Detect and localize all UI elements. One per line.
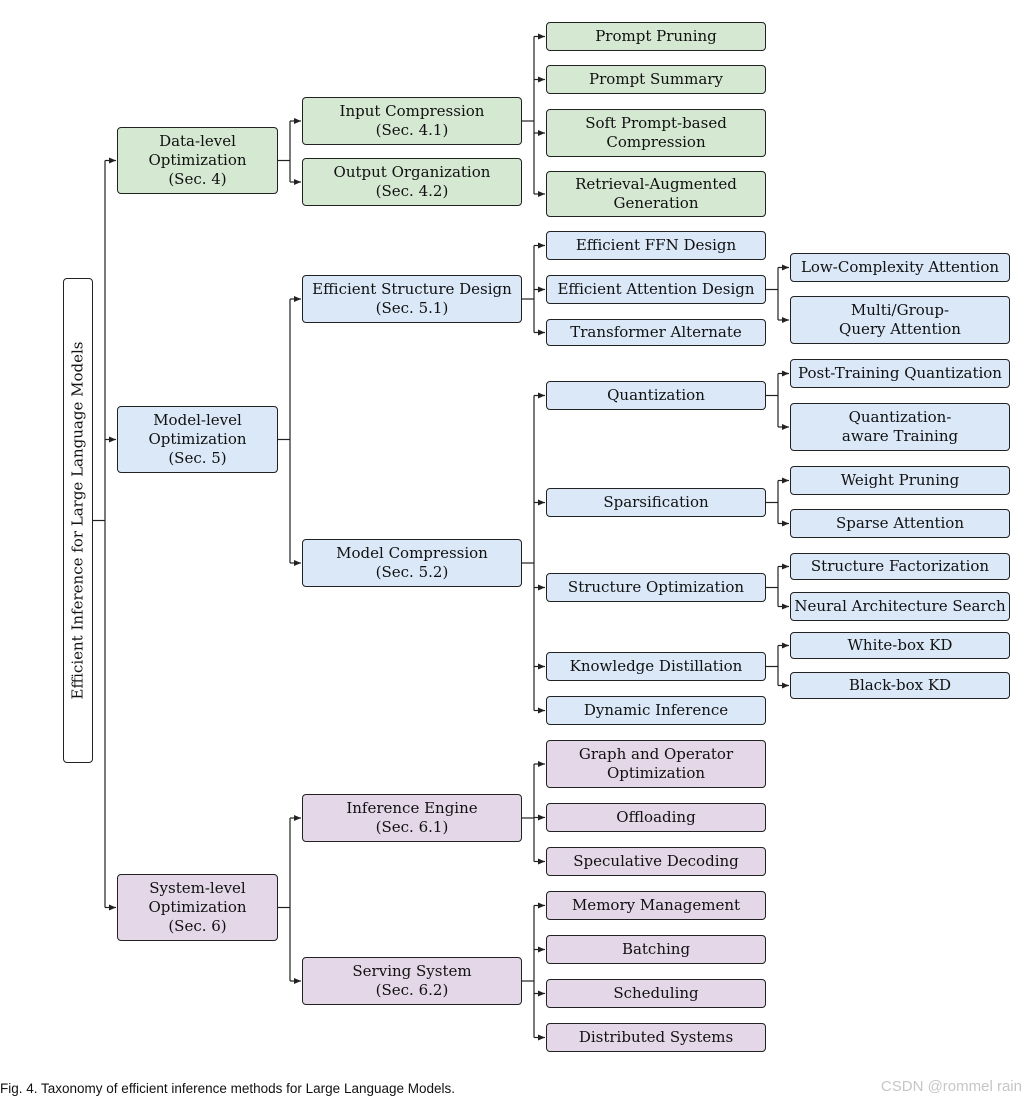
data-level-node: Data-level Optimization (Sec. 4) <box>117 127 278 194</box>
system-level-node: System-level Optimization (Sec. 6) <box>117 874 278 941</box>
speculative-decoding-node: Speculative Decoding <box>546 847 766 876</box>
memory-management-node: Memory Management <box>546 891 766 920</box>
watermark: CSDN @rommel rain <box>880 1078 1022 1095</box>
weight-pruning-node: Weight Pruning <box>790 466 1010 495</box>
prompt-summary-node: Prompt Summary <box>546 65 766 94</box>
structure-factorization-node: Structure Factorization <box>790 553 1010 580</box>
structure-optimization-node: Structure Optimization <box>546 573 766 602</box>
multi-group-query-node: Multi/Group- Query Attention <box>790 296 1010 344</box>
sparse-attention-node: Sparse Attention <box>790 509 1010 538</box>
ffn-design-node: Efficient FFN Design <box>546 231 766 260</box>
model-level-node: Model-level Optimization (Sec. 5) <box>117 406 278 473</box>
sparsification-node: Sparsification <box>546 488 766 517</box>
graph-operator-node: Graph and Operator Optimization <box>546 740 766 788</box>
soft-prompt-node: Soft Prompt-based Compression <box>546 109 766 157</box>
figure-caption: Fig. 4. Taxonomy of efficient inference … <box>0 1081 456 1096</box>
neural-architecture-search-node: Neural Architecture Search <box>790 592 1010 621</box>
knowledge-distillation-node: Knowledge Distillation <box>546 652 766 681</box>
rag-node: Retrieval-Augmented Generation <box>546 171 766 217</box>
output-organization-node: Output Organization (Sec. 4.2) <box>302 158 522 206</box>
offloading-node: Offloading <box>546 803 766 832</box>
batching-node: Batching <box>546 935 766 964</box>
post-training-quantization-node: Post-Training Quantization <box>790 359 1010 388</box>
white-box-kd-node: White-box KD <box>790 632 1010 659</box>
low-complexity-attention-node: Low-Complexity Attention <box>790 253 1010 282</box>
distributed-systems-node: Distributed Systems <box>546 1023 766 1052</box>
black-box-kd-node: Black-box KD <box>790 672 1010 699</box>
prompt-pruning-node: Prompt Pruning <box>546 22 766 51</box>
scheduling-node: Scheduling <box>546 979 766 1008</box>
serving-system-node: Serving System (Sec. 6.2) <box>302 957 522 1005</box>
inference-engine-node: Inference Engine (Sec. 6.1) <box>302 794 522 842</box>
quantization-node: Quantization <box>546 381 766 410</box>
transformer-alternate-node: Transformer Alternate <box>546 319 766 346</box>
attention-design-node: Efficient Attention Design <box>546 275 766 304</box>
quantization-aware-training-node: Quantization- aware Training <box>790 403 1010 451</box>
dynamic-inference-node: Dynamic Inference <box>546 696 766 725</box>
efficient-structure-node: Efficient Structure Design (Sec. 5.1) <box>302 275 522 323</box>
input-compression-node: Input Compression (Sec. 4.1) <box>302 97 522 145</box>
model-compression-node: Model Compression (Sec. 5.2) <box>302 539 522 587</box>
root-node: Efficient Inference for Large Language M… <box>63 278 93 763</box>
root-label: Efficient Inference for Large Language M… <box>68 341 87 700</box>
